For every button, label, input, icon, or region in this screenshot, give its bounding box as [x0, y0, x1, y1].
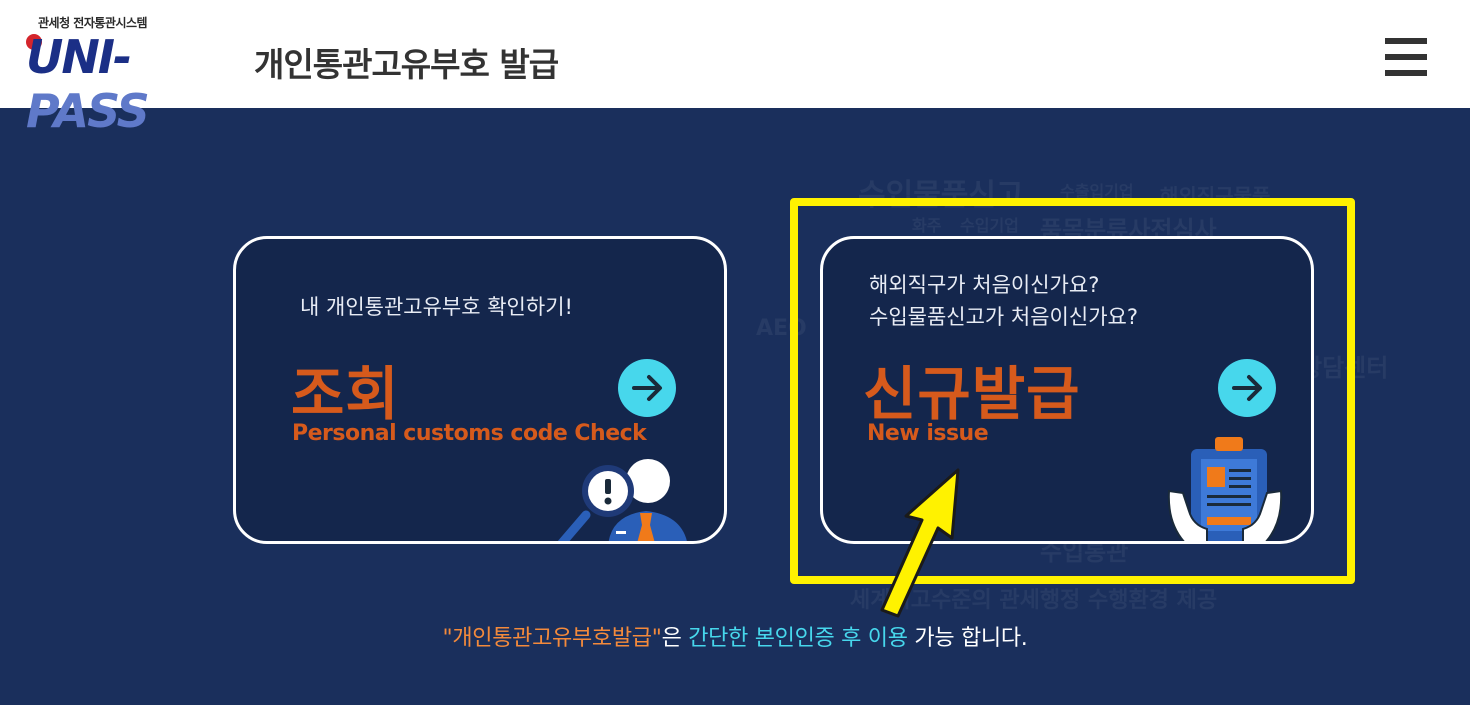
notice-quoted: "개인통관고유부호발급"	[442, 626, 662, 651]
bg-word: 세계최고수준의 관세행정 수행환경 제공	[850, 588, 1218, 613]
bg-word: 해외직구물품	[1160, 184, 1271, 208]
notice-part2: 가능 합니다.	[907, 626, 1028, 651]
bg-word: AEO	[756, 316, 807, 341]
logo-agency-text: 관세청 전자통관시스템	[38, 16, 148, 30]
new-issue-description-line1: 해외직구가 처음이신가요?	[869, 273, 1100, 297]
lookup-card[interactable]: 내 개인통관고유부호 확인하기! 조회 Personal customs cod…	[233, 236, 727, 544]
new-issue-title: 신규발급	[863, 360, 1081, 428]
bg-word: 수입기업	[960, 216, 1019, 235]
lookup-subtitle: Personal customs code Check	[292, 421, 647, 446]
clipboard-hands-icon	[1167, 437, 1283, 541]
logo-brand-main: UNI-	[26, 30, 132, 84]
logo-brand: UNI-PASS	[26, 30, 246, 138]
unipass-logo[interactable]: 관세청 전자통관시스템 UNI-PASS	[26, 12, 246, 138]
header: 관세청 전자통관시스템 UNI-PASS 개인통관고유부호 발급	[0, 0, 1470, 138]
hamburger-menu-icon[interactable]	[1385, 38, 1427, 76]
new-issue-description-line2: 수입물품신고가 처음이신가요?	[869, 305, 1138, 329]
notice-part1: 은	[661, 626, 689, 651]
menu-bar	[1385, 70, 1427, 76]
notice-highlight: 간단한 본인인증 후 이용	[688, 626, 908, 651]
new-issue-card[interactable]: 해외직구가 처음이신가요? 수입물품신고가 처음이신가요? 신규발급 New i…	[820, 236, 1314, 544]
lookup-description: 내 개인통관고유부호 확인하기!	[300, 295, 573, 319]
lookup-title: 조회	[291, 360, 400, 428]
menu-bar	[1385, 38, 1427, 44]
magnifier-person-icon	[557, 459, 687, 541]
bg-word: 수출입기업	[1060, 182, 1134, 201]
page-title: 개인통관고유부호 발급	[254, 45, 559, 84]
bg-word: 화주	[912, 216, 942, 235]
bg-word: 수입물품신고	[858, 178, 1024, 213]
notice-text: "개인통관고유부호발급"은 간단한 본인인증 후 이용 가능 합니다.	[0, 620, 1470, 652]
arrow-right-icon[interactable]	[1218, 359, 1276, 417]
logo-dot-icon	[26, 34, 42, 50]
arrow-right-icon[interactable]	[618, 359, 676, 417]
menu-bar	[1385, 54, 1427, 60]
new-issue-subtitle: New issue	[867, 421, 989, 446]
logo-brand-accent: PASS	[26, 84, 150, 138]
